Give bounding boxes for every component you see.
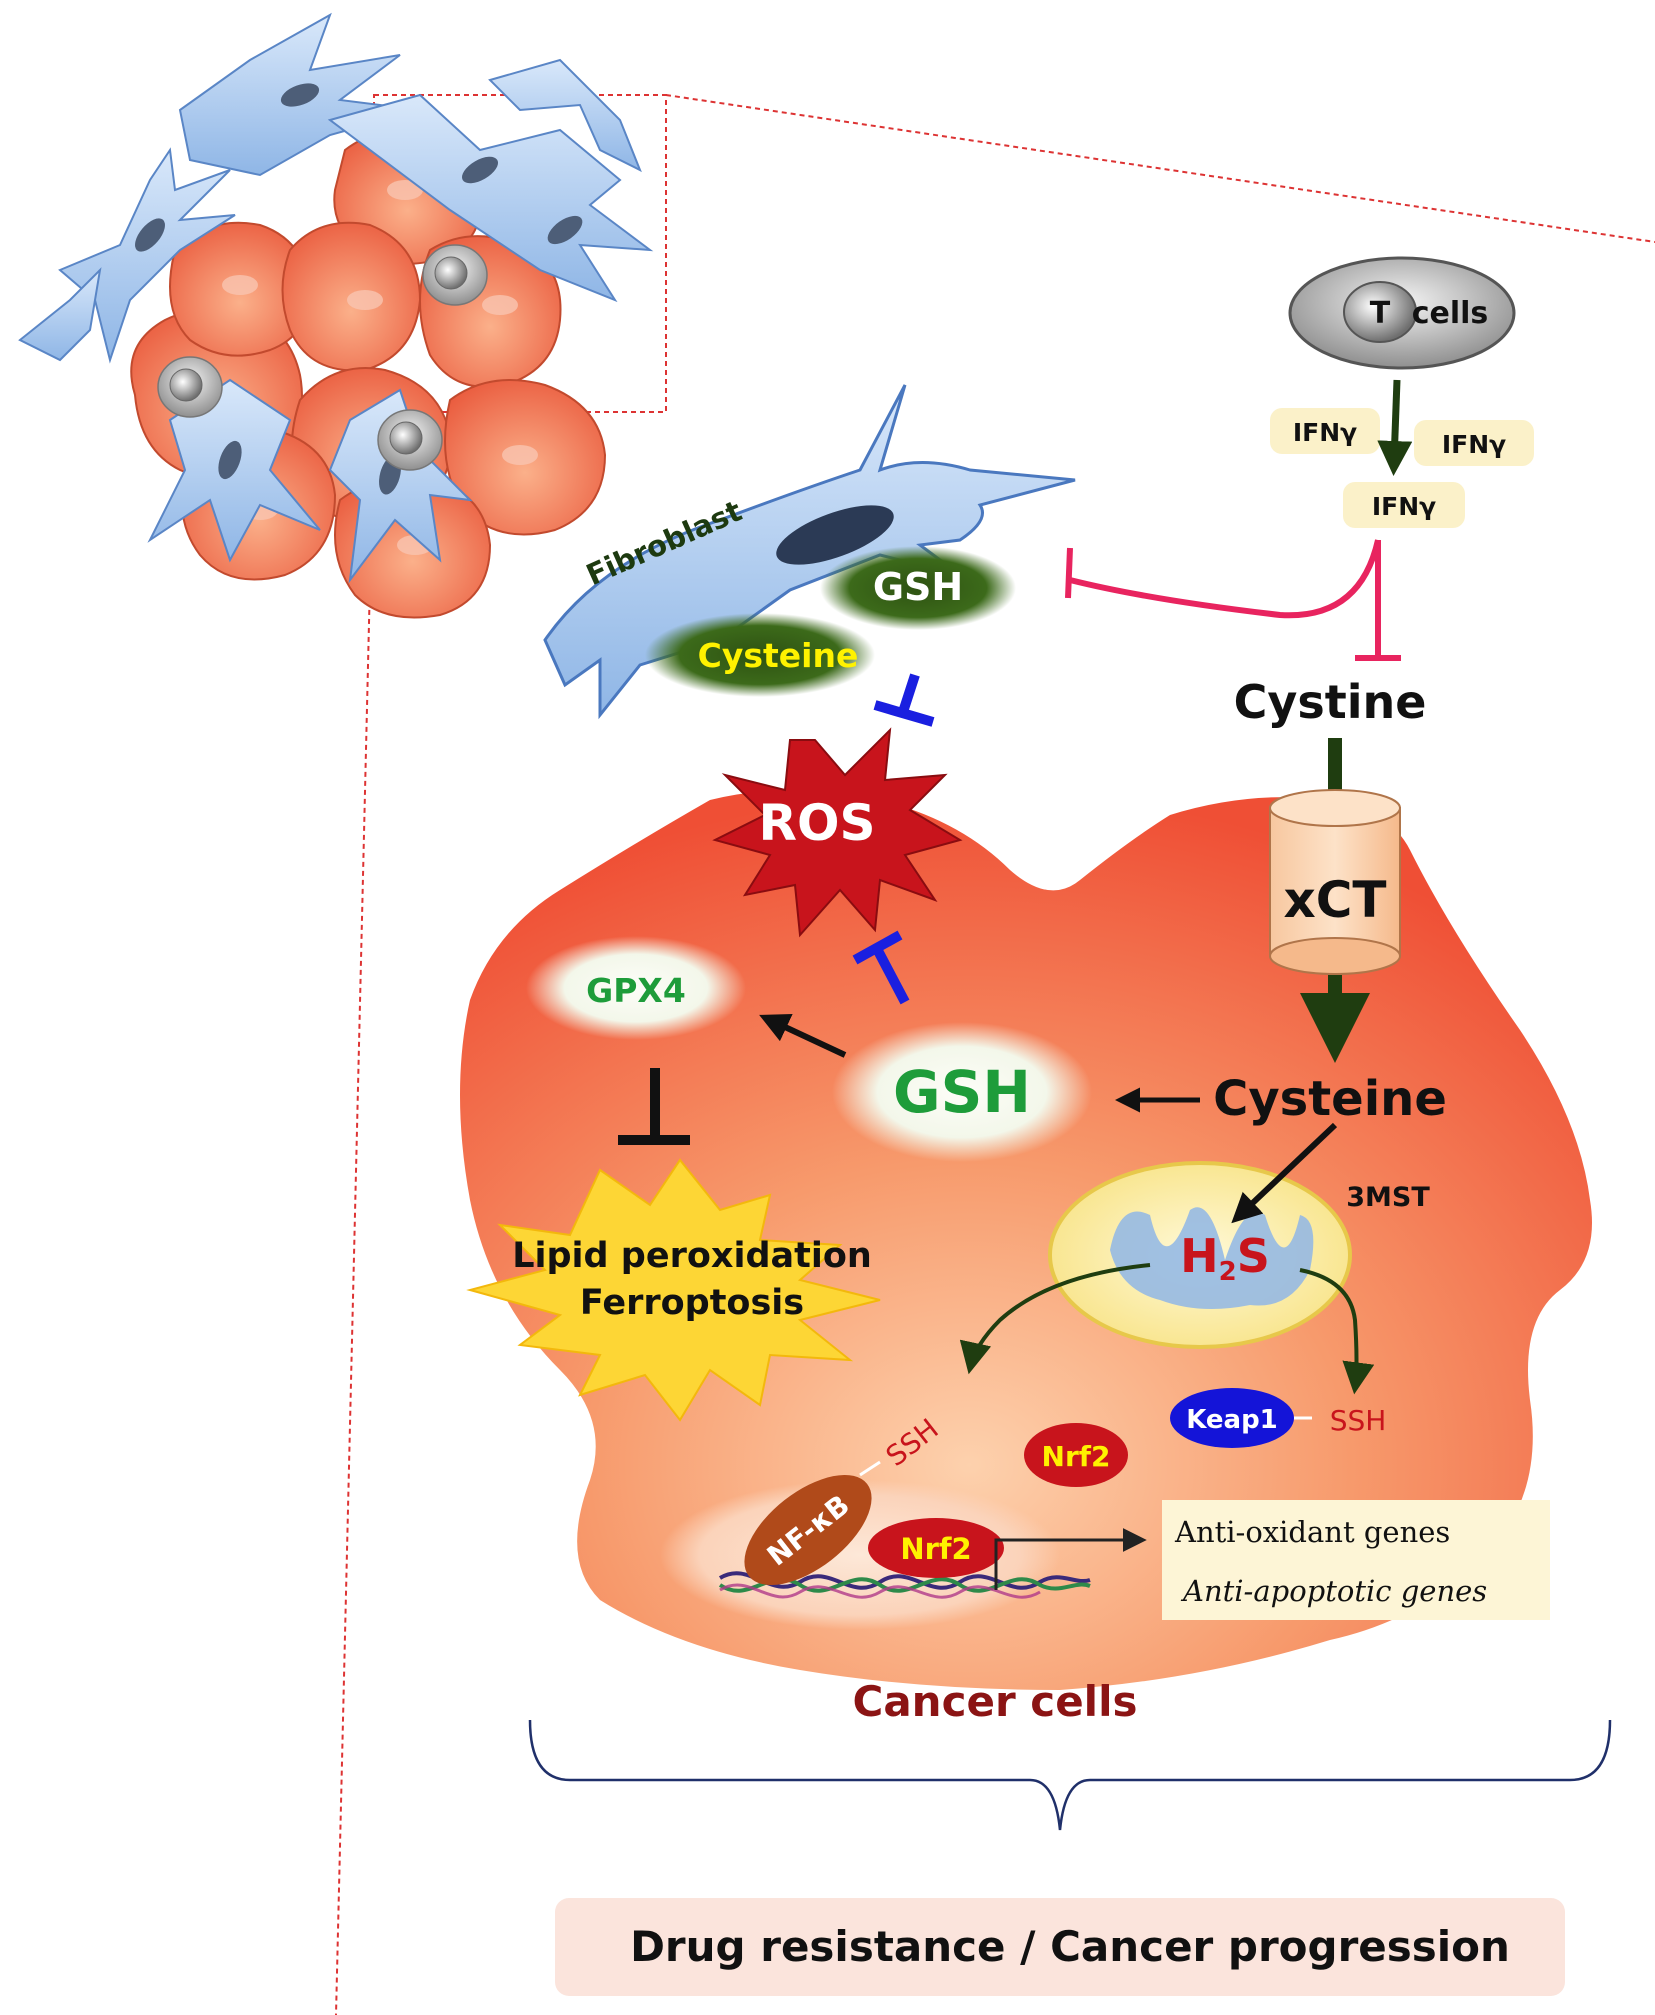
tcell-ifn-arrow bbox=[1377, 379, 1413, 476]
nrf2-cytoplasm-protein bbox=[1024, 1423, 1128, 1487]
h2s-to-nfkb-ssh-arrow bbox=[959, 1263, 1151, 1375]
cysteine-to-h2s-arrow bbox=[1231, 1122, 1338, 1224]
gsh-to-gpx4-arrow bbox=[759, 1014, 847, 1058]
ssh-keap1-label: SSH bbox=[1330, 1404, 1387, 1437]
immune-cells-thumbnail bbox=[157, 244, 488, 471]
outcome-box bbox=[555, 1898, 1565, 1996]
h2s-to-keap1-ssh-arrow bbox=[1299, 1268, 1375, 1395]
ros-burst bbox=[712, 727, 963, 938]
t-cells-letter: T bbox=[1370, 296, 1391, 331]
ros-label: ROS bbox=[758, 794, 875, 852]
mst-label: 3MST bbox=[1346, 1182, 1430, 1213]
cystine-label: Cystine bbox=[1234, 675, 1427, 729]
gsh-cell-label: GSH bbox=[893, 1058, 1031, 1126]
xct-transporter bbox=[1269, 789, 1401, 975]
gsh-cell-glow bbox=[832, 1022, 1092, 1162]
gsh-fibroblast-label: GSH bbox=[873, 565, 963, 609]
anti-apoptotic-genes-label: Anti-apoptotic genes bbox=[1180, 1574, 1487, 1608]
nfkb-protein bbox=[744, 1474, 872, 1586]
ifn-box-2 bbox=[1414, 420, 1534, 466]
h2s-subscript: 2 bbox=[1219, 1257, 1237, 1287]
nrf2-nucleus-label: Nrf2 bbox=[900, 1532, 971, 1566]
xct-label: xCT bbox=[1283, 871, 1386, 929]
ifn-inhibits-fibroblast-bar bbox=[1065, 547, 1073, 599]
nfkb-ssh-bond bbox=[859, 1460, 881, 1477]
ferroptosis-label: Ferroptosis bbox=[580, 1283, 804, 1323]
ifn-label-1: IFNγ bbox=[1293, 418, 1357, 447]
cysteine-cell-label: Cysteine bbox=[1213, 1071, 1447, 1127]
cysteine-fibroblast-label: Cysteine bbox=[698, 636, 859, 675]
lipid-peroxidation-burst bbox=[466, 1158, 881, 1422]
ifn-box-3 bbox=[1343, 482, 1465, 528]
ifn-label-2: IFNγ bbox=[1442, 430, 1506, 459]
fibroblast-cluster bbox=[18, 12, 654, 584]
h2s-label: H2S bbox=[1180, 1229, 1270, 1287]
cancer-cell-cluster bbox=[130, 129, 607, 619]
tumor-microenvironment-thumbnail bbox=[18, 12, 654, 619]
fibroblast-inhibits-ros bbox=[873, 673, 935, 727]
gsh-fibroblast-glow bbox=[820, 546, 1016, 630]
keap1-label: Keap1 bbox=[1186, 1405, 1278, 1435]
gsh-inhibits-ros bbox=[852, 930, 910, 1005]
mitochondrion bbox=[1048, 1161, 1352, 1349]
gpx4-glow bbox=[526, 936, 746, 1040]
gpx4-label: GPX4 bbox=[586, 971, 686, 1010]
zoom-line-left bbox=[335, 411, 375, 2015]
gene-transcription-arrow bbox=[994, 1528, 1147, 1590]
outcome-label: Drug resistance / Cancer progression bbox=[630, 1922, 1510, 1971]
lipid-peroxidation-label: Lipid peroxidation bbox=[512, 1236, 872, 1276]
cancer-cells-label: Cancer cells bbox=[853, 1677, 1138, 1726]
keap1-protein bbox=[1170, 1388, 1294, 1448]
cysteine-fibroblast-glow bbox=[645, 613, 875, 697]
t-cells-label: cells bbox=[1412, 296, 1489, 331]
nrf2-nucleus-protein bbox=[868, 1518, 1004, 1578]
genes-box bbox=[1162, 1500, 1550, 1620]
h2s-h: H bbox=[1180, 1229, 1219, 1283]
ifn-label-3: IFNγ bbox=[1372, 492, 1436, 521]
ifn-inhibits-fibroblast bbox=[1069, 539, 1381, 619]
zoom-line-top bbox=[665, 94, 1655, 243]
gpx4-inhibits-lipid bbox=[618, 1068, 690, 1145]
nrf2-cytoplasm-label: Nrf2 bbox=[1042, 1440, 1111, 1473]
cancer-cells-brace bbox=[528, 1719, 1612, 1831]
ifn-box-1 bbox=[1270, 408, 1380, 454]
h2s-s: S bbox=[1237, 1229, 1270, 1283]
anti-oxidant-genes-label: Anti-oxidant genes bbox=[1174, 1515, 1450, 1549]
t-cell bbox=[1288, 256, 1516, 370]
fibroblast-nucleus bbox=[776, 505, 894, 565]
